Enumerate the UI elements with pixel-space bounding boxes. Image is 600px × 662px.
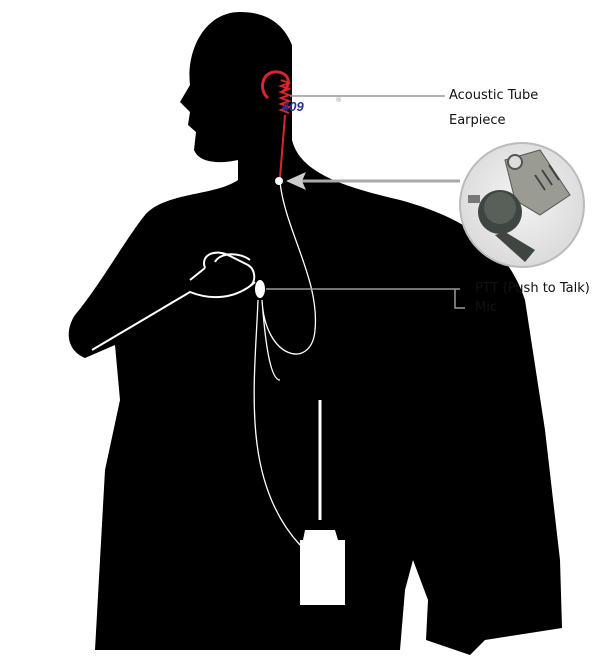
coiled-tube [278,79,292,179]
label-mic: Mic [475,300,497,315]
label-acoustic-tube: Acoustic Tube [449,88,539,103]
hand-outline [91,251,256,351]
cable [253,181,317,546]
acoustic-tube [261,70,290,100]
shop-logo: 409 SHOP ® [282,97,341,127]
ptt-mic-unit [255,280,265,298]
label-earpiece: Earpiece [449,113,506,128]
logo-name: SHOP [296,111,336,127]
arrow-head-icon [286,172,306,190]
logo-mark: ® [336,97,342,104]
clip-icon [468,149,571,262]
leader-line-ptt [266,288,465,309]
earpiece-clip [275,177,283,185]
radio-body [300,530,345,605]
label-ptt: PTT (Push to Talk) [475,281,590,296]
logo-number: 409 [282,99,304,114]
body-silhouette [68,12,562,655]
